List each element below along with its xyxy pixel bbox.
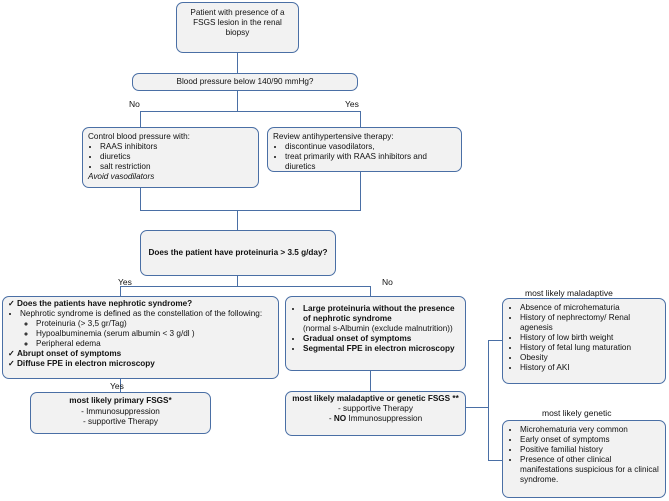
nephrotic-sub-item: Peripheral edema <box>36 339 273 349</box>
maladaptive-genetic-node: most likely maladaptive or genetic FSGS … <box>285 391 466 436</box>
maladaptive-label: most likely maladaptive <box>525 288 613 298</box>
nephrotic-definition: Nephrotic syndrome is defined as the con… <box>20 309 273 349</box>
connector-merge <box>140 210 361 211</box>
connector-prot-down <box>237 276 238 286</box>
genetic-feature: Presence of other clinical manifestation… <box>520 455 660 485</box>
maladaptive-feature: Absence of microhematuria <box>520 303 660 313</box>
review-therapy-item: treat primarily with RAAS inhibitors and… <box>285 152 456 172</box>
connector-to-maladaptive-list <box>488 340 502 341</box>
diffuse-fpe-item: Diffuse FPE in electron microscopy <box>8 359 273 369</box>
connector-bp-branch <box>140 111 361 112</box>
nephrotic-sub-item: Proteinuria (> 3,5 gr/Tag) <box>36 319 273 329</box>
start-node: Patient with presence of a FSGS lesion i… <box>176 2 299 53</box>
review-therapy-list: discontinue vasodilators, treat primaril… <box>273 142 456 172</box>
maladaptive-feature: History of AKI <box>520 363 660 373</box>
control-bp-note: Avoid vasodilators <box>88 172 155 181</box>
control-bp-item: RAAS inhibitors <box>100 142 253 152</box>
connector-merge-down <box>237 210 238 230</box>
connector-prot-branch <box>120 286 371 287</box>
maladaptive-genetic-line: - supportive Therapy <box>338 404 413 413</box>
maladaptive-feature: History of fetal lung maturation <box>520 343 660 353</box>
connector-nonnephrotic-maladaptive <box>370 371 371 391</box>
nonnephrotic-criteria-node: Large proteinuria without the presence o… <box>285 296 466 371</box>
nephrotic-sub-list: Proteinuria (> 3,5 gr/Tag) Hypoalbuminem… <box>20 319 273 349</box>
control-bp-item: salt restriction <box>100 162 253 172</box>
bp-question-text: Blood pressure below 140/90 mmHg? <box>176 77 314 86</box>
maladaptive-features-node: Absence of microhematuria History of nep… <box>502 298 666 384</box>
connector-prot-yes-drop <box>120 286 121 296</box>
bp-no-label: No <box>129 99 140 109</box>
proteinuria-yes-label: Yes <box>118 277 132 287</box>
bp-yes-label: Yes <box>345 99 359 109</box>
nonnephrotic-list: Large proteinuria without the presence o… <box>291 304 460 354</box>
proteinuria-no-label: No <box>382 277 393 287</box>
primary-fsgs-line: - supportive Therapy <box>83 417 158 426</box>
maladaptive-features-list: Absence of microhematuria History of nep… <box>508 303 660 373</box>
connector-left-down <box>140 188 141 210</box>
genetic-features-node: Microhematuria very common Early onset o… <box>502 420 666 498</box>
review-therapy-item: discontinue vasodilators, <box>285 142 456 152</box>
nonnephrotic-item: Segmental FPE in electron microscopy <box>303 344 460 354</box>
nephrotic-sub-item: Hypoalbuminemia (serum albumin < 3 g/dl … <box>36 329 273 339</box>
nephrotic-question: Does the patients have nephrotic syndrom… <box>8 299 273 309</box>
genetic-label: most likely genetic <box>542 408 612 418</box>
proteinuria-question-node: Does the patient have proteinuria > 3.5 … <box>140 230 336 276</box>
bp-question-node: Blood pressure below 140/90 mmHg? <box>132 73 358 91</box>
genetic-feature: Microhematuria very common <box>520 425 660 435</box>
nonnephrotic-item: Gradual onset of symptoms <box>303 334 460 344</box>
review-therapy-heading: Review antihypertensive therapy: <box>273 132 394 141</box>
genetic-feature: Positive familial history <box>520 445 660 455</box>
nephrotic-yes-label: Yes <box>110 381 124 391</box>
genetic-features-list: Microhematuria very common Early onset o… <box>508 425 660 485</box>
connector-nephrotic-primary <box>120 379 121 392</box>
nonnephrotic-item: Large proteinuria without the presence o… <box>303 304 460 334</box>
maladaptive-genetic-title: most likely maladaptive or genetic FSGS … <box>292 394 459 403</box>
primary-fsgs-title: most likely primary FSGS* <box>69 396 172 405</box>
control-bp-node: Control blood pressure with: RAAS inhibi… <box>82 127 259 188</box>
start-text: Patient with presence of a FSGS lesion i… <box>190 8 285 37</box>
connector-to-genetic-list <box>488 460 502 461</box>
connector-no-drop <box>140 111 141 127</box>
control-bp-list: RAAS inhibitors diuretics salt restricti… <box>88 142 253 172</box>
maladaptive-genetic-line: - NO Immunosuppression <box>328 414 423 423</box>
nephrotic-criteria-node: Does the patients have nephrotic syndrom… <box>2 296 279 379</box>
maladaptive-feature: Obesity <box>520 353 660 363</box>
maladaptive-feature: History of nephrectomy/ Renal agenesis <box>520 313 660 333</box>
abrupt-onset-item: Abrupt onset of symptoms <box>8 349 273 359</box>
connector-yes-drop <box>360 111 361 127</box>
control-bp-heading: Control blood pressure with: <box>88 132 190 141</box>
primary-fsgs-node: most likely primary FSGS* - Immunosuppre… <box>30 392 211 434</box>
genetic-feature: Early onset of symptoms <box>520 435 660 445</box>
connector-bp-split <box>237 91 238 111</box>
connector-subtype-vertical <box>488 340 489 460</box>
connector-start-bp <box>237 53 238 73</box>
proteinuria-question-text: Does the patient have proteinuria > 3.5 … <box>148 248 328 257</box>
connector-prot-no-drop <box>370 286 371 296</box>
maladaptive-feature: History of low birth weight <box>520 333 660 343</box>
control-bp-item: diuretics <box>100 152 253 162</box>
primary-fsgs-line: - Immunosuppression <box>81 407 160 416</box>
review-therapy-node: Review antihypertensive therapy: discont… <box>267 127 462 172</box>
connector-right-down <box>360 172 361 210</box>
connector-to-subtype <box>466 407 489 408</box>
nephrotic-definition-list: Nephrotic syndrome is defined as the con… <box>8 309 273 349</box>
